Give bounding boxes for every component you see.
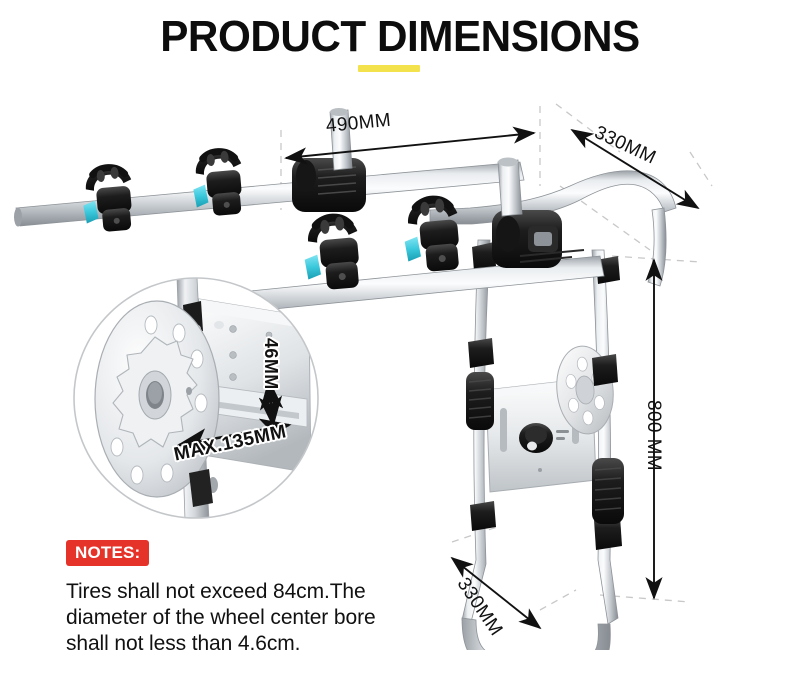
wheel-cradle-detail-callout bbox=[73, 277, 319, 520]
dimension-label-cradle-gap: 46MM bbox=[261, 338, 281, 390]
note-line-3: shall not less than 4.6cm. bbox=[66, 632, 301, 655]
notes-block: NOTES: Tires shall not exceed 84cm.The d… bbox=[66, 540, 446, 657]
page-title: PRODUCT DIMENSIONS bbox=[160, 12, 640, 61]
notes-badge: NOTES: bbox=[66, 540, 150, 566]
dimension-label-height-right: 800 MM bbox=[643, 400, 664, 472]
note-line-2: diameter of the wheel center bore bbox=[66, 606, 376, 629]
note-line-1: Tires shall not exceed 84cm.The bbox=[66, 580, 366, 603]
title-underline-accent bbox=[358, 65, 420, 72]
notes-text: Tires shall not exceed 84cm.The diameter… bbox=[66, 579, 446, 657]
